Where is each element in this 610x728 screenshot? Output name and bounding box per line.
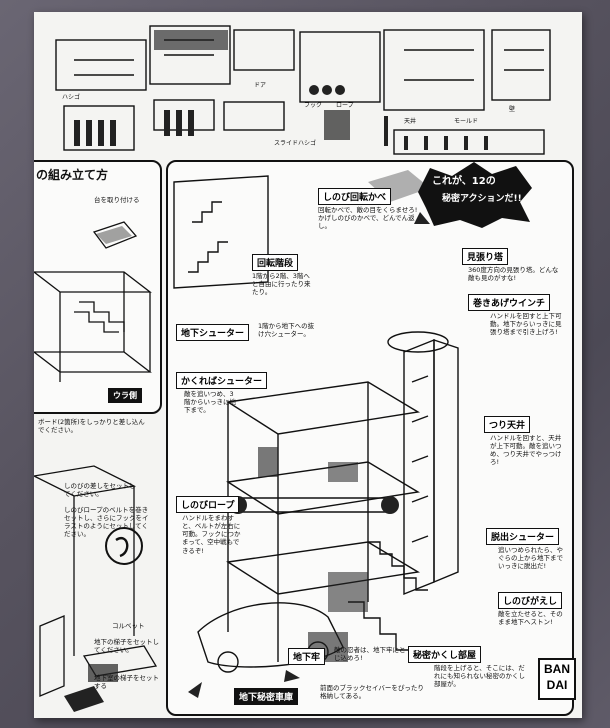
assembly-lower-drawing <box>34 465 158 712</box>
assembly-panel: の組み立て方 台を取り付ける ウラ側 <box>34 160 162 414</box>
assembly-note-mid: ボード(2箇所)をしっかりと差し込んでください。 <box>38 418 145 435</box>
action-desc-secret-room: 階段を上げると、そこには、だれにも知られない秘密のかくし部屋が。 <box>434 664 525 689</box>
assembly-panel-lower: ボード(2箇所)をしっかりと差し込んでください。 しのびの差しをセットしてくださ… <box>34 416 164 716</box>
assembly-label-c: 地下室の梯子をセットする <box>94 674 159 691</box>
action-panel: これが、12の 秘密アクションだ!! しのび回転かべ 回転かべで、敵の目をくらま… <box>166 160 574 716</box>
action-desc-secret-garage: 前面のブラックセイバーをぴったり格納してある。 <box>320 684 424 701</box>
action-title-spiral-stairs: 回転階段 <box>252 254 299 271</box>
part-label-rope: ロープ <box>336 102 354 109</box>
action-title-ninja-return: しのびがえし <box>498 592 563 609</box>
action-desc-watchtower: 360度方向の見張り塔。どんな敵も見のがすな! <box>468 266 559 283</box>
bandai-logo-line1: BAN <box>544 662 570 676</box>
action-title-watchtower: 見張り塔 <box>462 248 509 265</box>
headline-line1: これが、12の <box>432 176 496 187</box>
instruction-sheet: フック ロープ ハシゴ スライドハシゴ ドア モールド 天井 壁 の組み立て方 … <box>34 12 582 718</box>
bandai-logo: BAN DAI <box>538 658 576 700</box>
part-label-ceiling: 天井 <box>404 118 417 125</box>
action-desc-ninja-rope: ハンドルをまわすと、ベルトが左右に可動。フックにつかまって、空中戦もできるぞ! <box>182 514 241 555</box>
headline-burst-shape <box>418 162 532 228</box>
action-title-dungeon: 地下牢 <box>288 648 326 665</box>
headline-line2: 秘密アクションだ!! <box>442 194 522 204</box>
assembly-step2: しのびロープのベルトを巻きセットし、さらにフックをイラストのようにセットしてくだ… <box>64 506 149 539</box>
headline-burst: これが、12の 秘密アクションだ!! <box>412 162 536 228</box>
action-title-escape-chute: 脱出シューター <box>486 528 560 545</box>
part-label-ladder: ハシゴ <box>62 94 81 101</box>
action-title-underground-chute: 地下シューター <box>176 324 250 341</box>
action-desc-dungeon: 敵の忍者は、地下牢にとじ込めろ! <box>334 646 406 663</box>
action-title-hanging-ceiling: つり天井 <box>484 416 531 433</box>
action-desc-hanging-ceiling: ハンドルを回すと、天井が上下可動。敵を追いつめ、つり天井でやっつけろ! <box>490 434 562 467</box>
assembly-note-top: 台を取り付ける <box>94 196 140 204</box>
action-desc-underground-chute: 1階から地下への抜け穴シューター。 <box>258 322 315 339</box>
assembly-label-a: コルベット <box>112 622 145 630</box>
action-desc-rotating-wall: 回転かべで、敵の目をくらませろ!かげしのびのかべで、どんでん返し。 <box>318 206 418 231</box>
part-label-wall: 壁 <box>509 106 516 113</box>
action-title-hidden-chute: かくればシューター <box>176 372 268 389</box>
part-label-mold: モールド <box>454 118 479 125</box>
back-side-label: ウラ側 <box>108 388 142 403</box>
part-label-slide-ladder: スライドハシゴ <box>274 140 317 147</box>
action-title-ninja-rope: しのびロープ <box>176 496 240 513</box>
assembly-title: の組み立て方 <box>36 168 109 182</box>
part-label-hook: フック <box>304 102 323 109</box>
action-desc-ninja-return: 敵を立たせると、そのまま地下へストン! <box>498 610 563 627</box>
action-desc-spiral-stairs: 1階から2階、3階へと自由に行ったり来たり。 <box>252 272 311 297</box>
part-label-door: ドア <box>254 82 267 89</box>
action-title-rotating-wall: しのび回転かべ <box>318 188 392 205</box>
bandai-logo-line2: DAI <box>546 678 568 692</box>
action-desc-winch: ハンドルを回すと上下可動。地下からいっきに見張り塔まで引き上げろ! <box>490 312 562 337</box>
action-desc-escape-chute: 追いつめられたら、やぐらの上から地下までいっきに脱出だ! <box>498 546 563 571</box>
action-title-secret-garage: 地下秘密車庫 <box>234 688 299 705</box>
parts-sprue: フック ロープ ハシゴ スライドハシゴ ドア モールド 天井 壁 <box>54 20 554 160</box>
assembly-drawing <box>34 221 152 382</box>
action-desc-hidden-chute: 敵を追いつめ、3階からいっきに地下まで。 <box>184 390 236 415</box>
action-title-secret-room: 秘密かくし部屋 <box>408 646 482 663</box>
assembly-label-b: 地下の梯子をセットしてください。 <box>94 638 159 655</box>
parts-sprue-drawing <box>55 25 551 155</box>
action-title-winch: 巻きあげウインチ <box>468 294 551 311</box>
